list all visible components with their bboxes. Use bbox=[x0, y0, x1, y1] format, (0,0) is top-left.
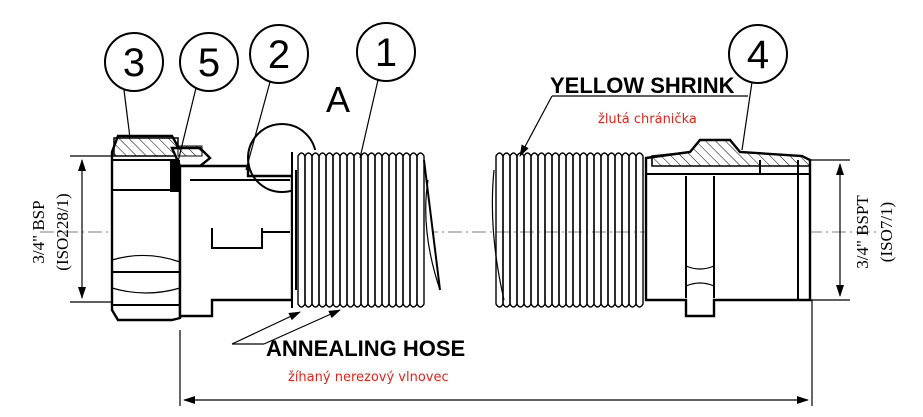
balloon-4: 4 bbox=[728, 24, 788, 151]
detail-letter: A bbox=[326, 79, 350, 120]
hose-corrugation bbox=[495, 152, 504, 308]
balloon-1: 1 bbox=[356, 22, 416, 159]
yellow-shrink-label: YELLOW SHRINK bbox=[550, 73, 735, 98]
swivel-body-part bbox=[178, 164, 294, 318]
hose-corrugation bbox=[516, 152, 525, 308]
hose-corrugation bbox=[565, 152, 574, 308]
balloon-3: 3 bbox=[104, 32, 164, 139]
balloon-5: 5 bbox=[175, 32, 239, 171]
balloon-2: 2 bbox=[245, 24, 309, 171]
annealing-hose-left bbox=[291, 150, 441, 308]
annealing-hose-label: ANNEALING HOSE bbox=[266, 336, 465, 361]
balloon-2-label: 2 bbox=[268, 33, 290, 77]
hose-corrugation bbox=[416, 152, 425, 308]
right-thread-standard: (ISO7/1) bbox=[877, 202, 896, 262]
hose-corrugation bbox=[572, 152, 581, 308]
male-fitting-part bbox=[644, 138, 812, 318]
annealing-hose-right bbox=[495, 152, 644, 308]
right-thread-spec: 3/4" BSPT bbox=[853, 195, 872, 269]
seal-part bbox=[170, 145, 212, 192]
break-lines bbox=[425, 169, 505, 301]
hose-corrugation bbox=[586, 152, 595, 308]
hose-corrugation bbox=[614, 152, 623, 308]
hose-corrugation bbox=[530, 152, 539, 308]
hose-corrugation bbox=[628, 152, 637, 308]
left-thread-text: 3/4" BSP (ISO228/1) bbox=[29, 193, 72, 270]
yellow-shrink-callout: YELLOW SHRINK žlutá chránička bbox=[519, 73, 748, 157]
hose-corrugation bbox=[502, 152, 511, 308]
overall-length-dimension bbox=[179, 300, 813, 406]
hose-corrugation bbox=[537, 152, 546, 308]
right-thread-text: 3/4" BSPT (ISO7/1) bbox=[853, 195, 896, 269]
hose-corrugation bbox=[509, 152, 518, 308]
hose-corrugation bbox=[558, 152, 567, 308]
annealing-hose-cz-label: žíhaný nerezový vlnovec bbox=[288, 370, 449, 385]
hose-corrugation bbox=[607, 152, 616, 308]
left-thread-standard: (ISO228/1) bbox=[53, 193, 72, 270]
balloon-3-label: 3 bbox=[123, 41, 145, 85]
hose-corrugation bbox=[544, 152, 553, 308]
hex-nut-part bbox=[110, 134, 182, 322]
right-dimension bbox=[808, 159, 850, 301]
hose-corrugation bbox=[600, 152, 609, 308]
hose-corrugation bbox=[551, 152, 560, 308]
hose-corrugation bbox=[579, 152, 588, 308]
hose-corrugation bbox=[621, 152, 630, 308]
yellow-shrink-cz-label: žlutá chránička bbox=[598, 112, 697, 127]
balloon-4-label: 4 bbox=[747, 33, 769, 77]
left-thread-spec: 3/4" BSP bbox=[29, 200, 48, 263]
balloon-5-label: 5 bbox=[198, 41, 220, 85]
hose-corrugation bbox=[523, 152, 532, 308]
hose-corrugation bbox=[593, 152, 602, 308]
hose-corrugation bbox=[635, 152, 644, 308]
annealing-hose-callout: ANNEALING HOSE žíhaný nerezový vlnovec bbox=[231, 309, 465, 385]
balloon-1-label: 1 bbox=[375, 31, 397, 75]
